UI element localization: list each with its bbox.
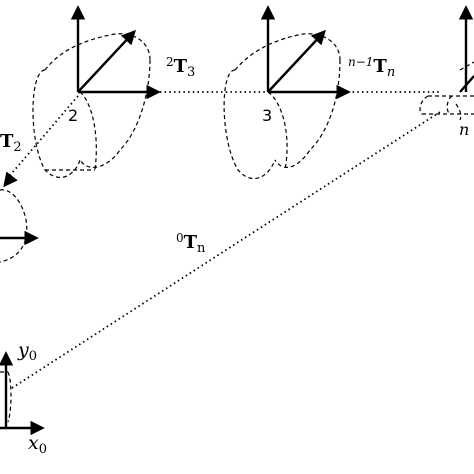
joint-3-cylinder-left [223, 69, 276, 180]
joint-3-cylinder-seam [267, 91, 288, 171]
joint-n-y-axis [459, 75, 474, 93]
joint-1-link-arrow [3, 171, 18, 188]
joint-1-cylinder [0, 189, 28, 263]
joint-2-cylinder-left [32, 69, 81, 178]
joint-2-cylinder-top [44, 33, 151, 71]
joint-3-y-axis [267, 29, 326, 93]
transform-label-2-3: 2T3 [166, 55, 195, 80]
joint-2-frame: 2 [32, 5, 161, 178]
x0-label: x0 [28, 432, 47, 457]
joint-2-cylinder-right [79, 59, 151, 168]
joint-1-frame [0, 171, 39, 263]
joint-2-y-axis [77, 29, 136, 93]
transform-label-0-n: 0Tn [176, 231, 206, 256]
joint-n-frame: n [419, 5, 474, 139]
joint-n-box-left [419, 95, 429, 115]
base-frame-0: y0 x0 [0, 339, 47, 457]
joint-3-frame: 3 [223, 5, 351, 180]
joint-2-cylinder-seam [79, 91, 97, 171]
joint-3-cylinder-top [234, 33, 341, 71]
transform-label-1-2: T2 [0, 131, 22, 155]
base-cylinder-right [7, 371, 12, 423]
joint-n-label: n [459, 120, 469, 139]
transform-label-n-1-n: n−1Tn [348, 55, 395, 80]
transform-links [5, 91, 441, 389]
joint-3-label: 3 [262, 106, 272, 125]
joint-2-label: 2 [68, 106, 78, 125]
joint-3-cylinder-right [274, 59, 341, 168]
y0-label: y0 [17, 339, 37, 364]
joint-n-box-mid [446, 95, 453, 115]
link-0-n [11, 111, 441, 389]
joint-n-cylinder-seam [455, 103, 462, 121]
